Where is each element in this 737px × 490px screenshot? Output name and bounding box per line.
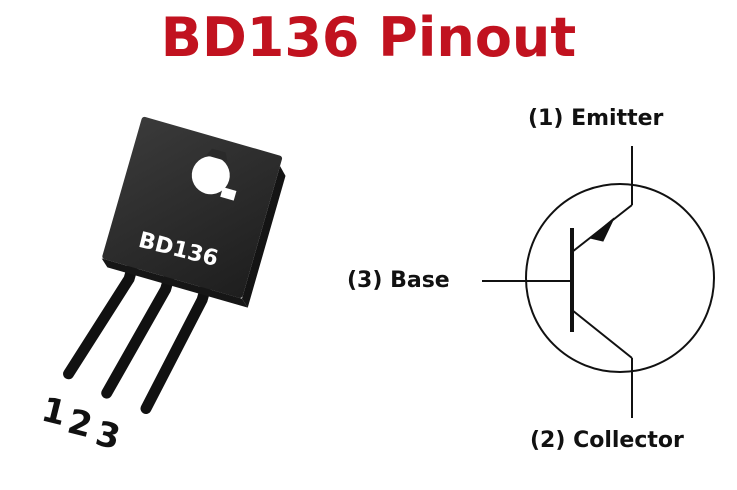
mounting-hole — [191, 156, 230, 195]
package-side — [241, 166, 286, 308]
package-bottom — [101, 258, 248, 308]
collector-line — [571, 309, 633, 359]
transistor-package — [63, 116, 286, 414]
symbol-circle — [525, 183, 715, 373]
page-title: BD136 Pinout — [160, 6, 577, 69]
pnp-symbol — [482, 146, 715, 418]
emitter-label: (1) Emitter — [528, 106, 664, 131]
hole-notch — [220, 187, 237, 201]
hole-tab — [206, 148, 228, 162]
package-body — [102, 116, 283, 298]
emitter-arrow — [588, 217, 615, 242]
collector-label: (2) Collector — [530, 428, 684, 453]
base-label: (3) Base — [347, 268, 450, 293]
